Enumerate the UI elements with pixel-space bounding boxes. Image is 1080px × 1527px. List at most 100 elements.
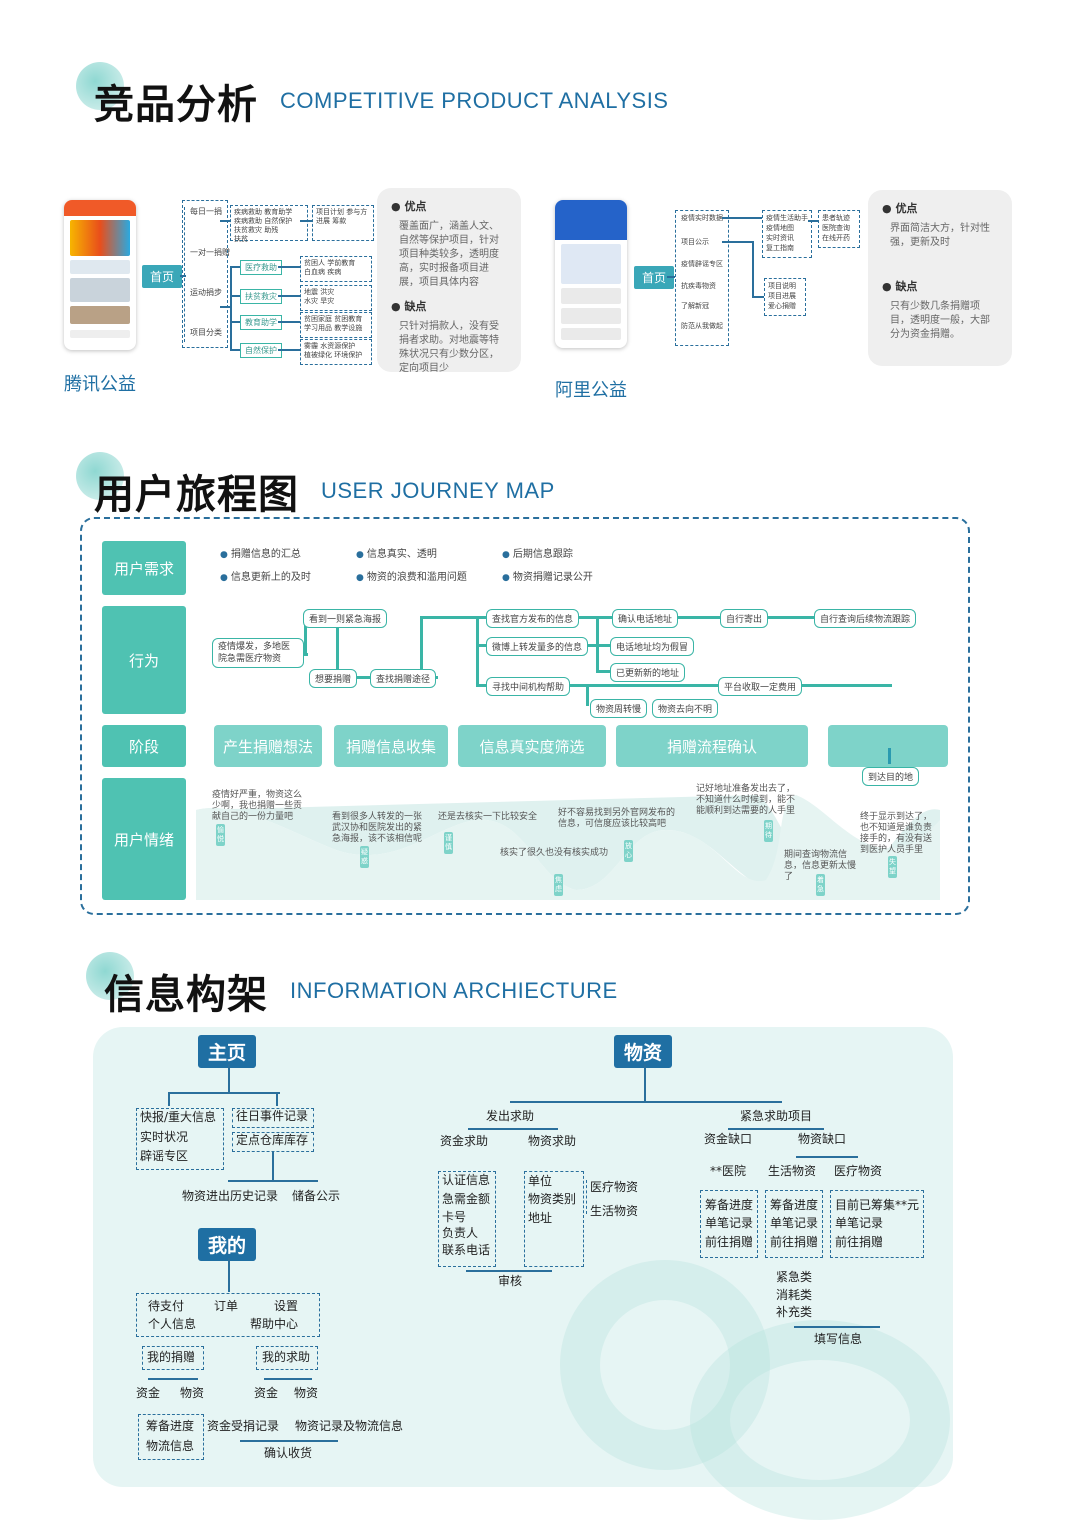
- ali-group-2: 项目说明 项目进展 爱心捐赠: [764, 278, 806, 316]
- ia-mine-sub: 资金: [136, 1386, 161, 1400]
- ia-fund-box: [438, 1171, 496, 1267]
- ia-mine-donate-box: [142, 1346, 204, 1370]
- action-node: 疫情爆发，多地医院急需医疗物资: [212, 638, 304, 668]
- ia-prog-box: [700, 1190, 758, 1258]
- row-label-emotion: 用户情绪: [102, 778, 186, 900]
- ia-home-item: 快报/重大信息: [140, 1110, 217, 1124]
- action-node: 查找捐赠途径: [370, 669, 437, 688]
- ia-fill: 填写信息: [814, 1332, 863, 1346]
- tencent-l2-1: 扶贫救灾: [240, 289, 282, 304]
- emotion-text: 核实了很久也没有核实成功: [500, 848, 609, 858]
- emotion-text: 记好地址准备发出去了，不知道什么时候到，能不能顺利到达需要的人手里: [696, 784, 796, 816]
- section-title-en: INFORMATION ARCHIECTURE: [290, 978, 618, 1003]
- stage-3: 捐赠流程确认: [616, 725, 808, 767]
- stage-0: 产生捐赠想法: [214, 725, 322, 767]
- tencent-l1-1: 一对一捐赠: [186, 246, 234, 259]
- ia-mine-item: 待支付: [148, 1299, 185, 1313]
- action-node: 电话地址均为假冒: [610, 637, 695, 656]
- ia-home-item: 辟谣专区: [140, 1149, 189, 1163]
- tencent-group-2: 贫困人 学前教育 白血病 疾病: [300, 256, 372, 282]
- tencent-l2-3: 自然保护: [240, 343, 282, 358]
- pros-title: ● 优点: [391, 200, 427, 213]
- emotion-curve: [196, 795, 940, 900]
- ia-mine-help-box: [256, 1346, 318, 1370]
- need-item: 物资的浪费和滥用问题: [356, 568, 467, 583]
- action-node: 平台收取一定费用: [718, 677, 803, 696]
- ia-raised-item: 前往捐赠: [835, 1235, 884, 1249]
- emotion-tag: 着急: [816, 874, 825, 896]
- ia-emergency: 紧急求助项目: [740, 1109, 813, 1123]
- ia-mine-box1: [136, 1293, 320, 1337]
- tencent-group-1: 项目计划 参与方 进展 筹款: [312, 205, 374, 241]
- emotion-text: 疫情好严重，物资这么少啊，我也捐赠一些贡献自己的一份力量吧: [212, 790, 303, 822]
- emotion-tag: 焦虑: [554, 874, 563, 896]
- tencent-l1-2: 运动捐步: [186, 286, 226, 299]
- ia-fund-help: 资金求助: [440, 1134, 489, 1148]
- ia-home-sub: 物资进出历史记录: [182, 1189, 279, 1203]
- action-node: 看到一则紧急海报: [303, 609, 388, 628]
- ia-mine-sub: 物资: [294, 1386, 319, 1400]
- ia-supplies-title: 物资: [614, 1035, 673, 1068]
- action-node: 微博上转发量多的信息: [486, 637, 589, 656]
- emotion-text: 还是去核实一下比较安全: [438, 812, 538, 822]
- tencent-l1-box: [182, 200, 228, 348]
- ia-hospital: **医院: [710, 1164, 747, 1178]
- ia-release: 发出求助: [486, 1109, 535, 1123]
- ia-cat: 补充类: [776, 1305, 813, 1319]
- ia-mine-sub: 物资: [180, 1386, 205, 1400]
- action-node: 确认电话地址: [612, 609, 679, 628]
- ali-home-tag: 首页: [634, 266, 675, 289]
- ia-mine-title: 我的: [198, 1228, 257, 1261]
- need-item: 信息真实、透明: [356, 545, 437, 560]
- ia-fund-item: 认证信息: [442, 1173, 491, 1187]
- section-title-zh: 信息构架: [104, 972, 268, 1018]
- need-item: 信息更新上的及时: [220, 568, 311, 583]
- ia-mine-item: 个人信息: [148, 1317, 197, 1331]
- section-title-zh: 用户旅程图: [94, 472, 299, 518]
- tencent-group-0: 疾病救助 教育助学 疾病救助 自然保护 扶贫救灾 助残 扶贫: [230, 205, 308, 243]
- ia-goods-type: 生活物资: [590, 1204, 639, 1218]
- action-node: 物资周转慢: [590, 699, 648, 718]
- ia-mine-rec: 资金受捐记录: [207, 1419, 280, 1433]
- ia-medical: 医疗物资: [834, 1164, 883, 1178]
- ia-prog-item: 筹备进度: [705, 1198, 754, 1212]
- need-item: 物资捐赠记录公开: [502, 568, 593, 583]
- pros-title: ● 优点: [882, 202, 918, 215]
- ali-l1-1: 项目公示: [677, 236, 713, 248]
- ia-fund-gap: 资金缺口: [704, 1132, 753, 1146]
- ia-mine-item: 帮助中心: [250, 1317, 299, 1331]
- ia-prog-item: 筹备进度: [770, 1198, 819, 1212]
- stage-2: 信息真实度筛选: [458, 725, 606, 767]
- ia-home-box3: [232, 1132, 314, 1152]
- ia-mine-donate: 我的捐赠: [147, 1350, 196, 1364]
- cons-text: 只有少数几条捐赠项目，透明度一般，大部分为资金捐赠。: [890, 301, 990, 340]
- pros-text: 界面简洁大方，针对性强，更新及时: [890, 223, 990, 248]
- row-label-actions: 行为: [102, 606, 186, 714]
- action-node: 物资去向不明: [652, 699, 719, 718]
- tencent-l2-0: 医疗救助: [240, 260, 282, 275]
- ia-mine-item: 筹备进度: [146, 1419, 195, 1433]
- ia-goods-help: 物资求助: [528, 1134, 577, 1148]
- journey-frame: [80, 517, 970, 915]
- cons-title: ● 缺点: [882, 280, 918, 293]
- action-node: 想要捐赠: [309, 669, 358, 688]
- ia-mine-rec: 物资记录及物流信息: [295, 1419, 404, 1433]
- ia-fund-item: 卡号: [442, 1210, 467, 1224]
- ia-mine-item: 物流信息: [146, 1439, 195, 1453]
- emotion-text: 终于显示到达了，也不知道是谁负责接手的，有没有送到医护人员手里: [860, 812, 933, 855]
- ali-l1-0: 疫情实时数据: [677, 212, 727, 224]
- ia-home-item: 实时状况: [140, 1130, 189, 1144]
- ia-cat: 紧急类: [776, 1270, 813, 1284]
- ali-l1-5: 防范从我做起: [677, 320, 727, 332]
- emotion-tag: 愉悦: [216, 824, 225, 846]
- emotion-tag: 期待: [764, 820, 773, 842]
- ali-phone-screenshot: [555, 200, 627, 348]
- decor-swirl: [690, 1320, 950, 1520]
- section-title-en: USER JOURNEY MAP: [321, 478, 555, 503]
- ali-l1-3: 抗疾毒物资: [677, 280, 720, 292]
- need-item: 后期信息跟踪: [502, 545, 573, 560]
- ali-l1-box: [675, 210, 729, 346]
- ia-prog-box: [765, 1190, 823, 1258]
- emotion-text: 看到很多人转发的一张武汉协和医院发出的紧急海报，该不该相信呢: [332, 812, 423, 844]
- ia-goods-box: [524, 1171, 584, 1267]
